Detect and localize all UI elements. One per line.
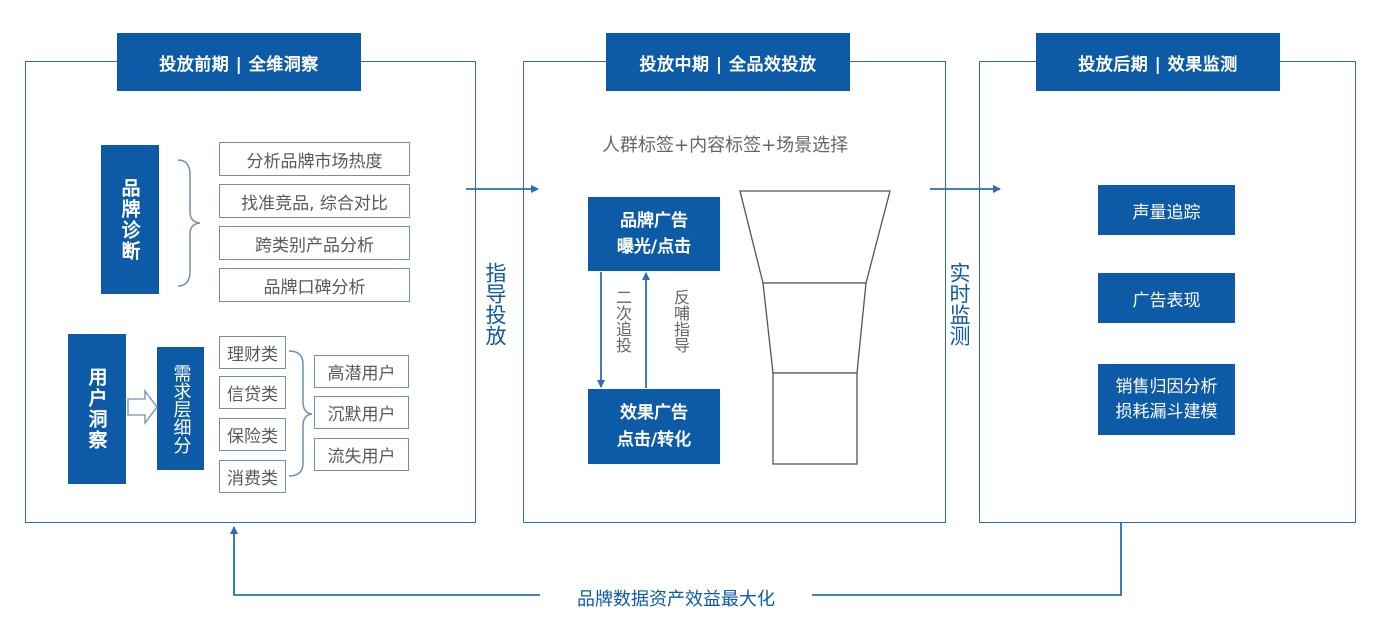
brand-ad-box: 品牌广告 曝光/点击 [588,197,720,271]
brand-diagnosis-item: 品牌口碑分析 [219,268,410,302]
demand-segment-label: 需求层细分 [157,347,204,470]
category-item: 信贷类 [219,376,286,409]
realtime-monitor-label: 实时监测 [947,262,972,346]
segment-item: 沉默用户 [314,396,409,429]
funnel-level-new: 新用户 [794,325,846,345]
user-insight-label: 用户洞察 [68,334,126,484]
performance-ad-box: 效果广告 点击/转化 [588,389,720,464]
category-item: 理财类 [219,336,286,369]
bottom-loop-line-left [230,526,540,596]
category-item: 保险类 [219,418,286,451]
funnel-level-old: 老用户 [794,410,846,430]
feedback-guide-label: 反哺指导 [671,289,690,353]
category-item: 消费类 [219,460,286,493]
panel-early-title: 投放前期 | 全维洞察 [117,33,361,91]
late-item-volume: 声量追踪 [1098,185,1235,235]
mid-subtitle: 人群标签+内容标签+场景选择 [602,135,849,156]
guide-placement-label: 指导投放 [483,262,508,346]
brand-diagnosis-item: 找准竞品, 综合对比 [219,184,410,218]
brand-diagnosis-label: 品牌诊断 [101,145,159,294]
bottom-loop-label: 品牌数据资产效益最大化 [540,585,812,611]
segment-item: 流失用户 [314,438,409,471]
brand-diagnosis-item: 跨类别产品分析 [219,226,410,260]
panel-mid-title: 投放中期 | 全品效投放 [606,33,850,91]
bottom-loop-line [812,523,1122,596]
panel-late-title: 投放后期 | 效果监测 [1036,33,1280,91]
late-item-ad-performance: 广告表现 [1098,273,1235,323]
late-item-attribution: 销售归因分析 损耗漏斗建模 [1098,364,1235,435]
brand-diagnosis-item: 分析品牌市场热度 [219,142,410,176]
funnel-level-potential: 潜在用户 [786,236,854,256]
secondary-tracking-label: 二次追投 [613,289,632,353]
segment-item: 高潜用户 [314,355,409,388]
